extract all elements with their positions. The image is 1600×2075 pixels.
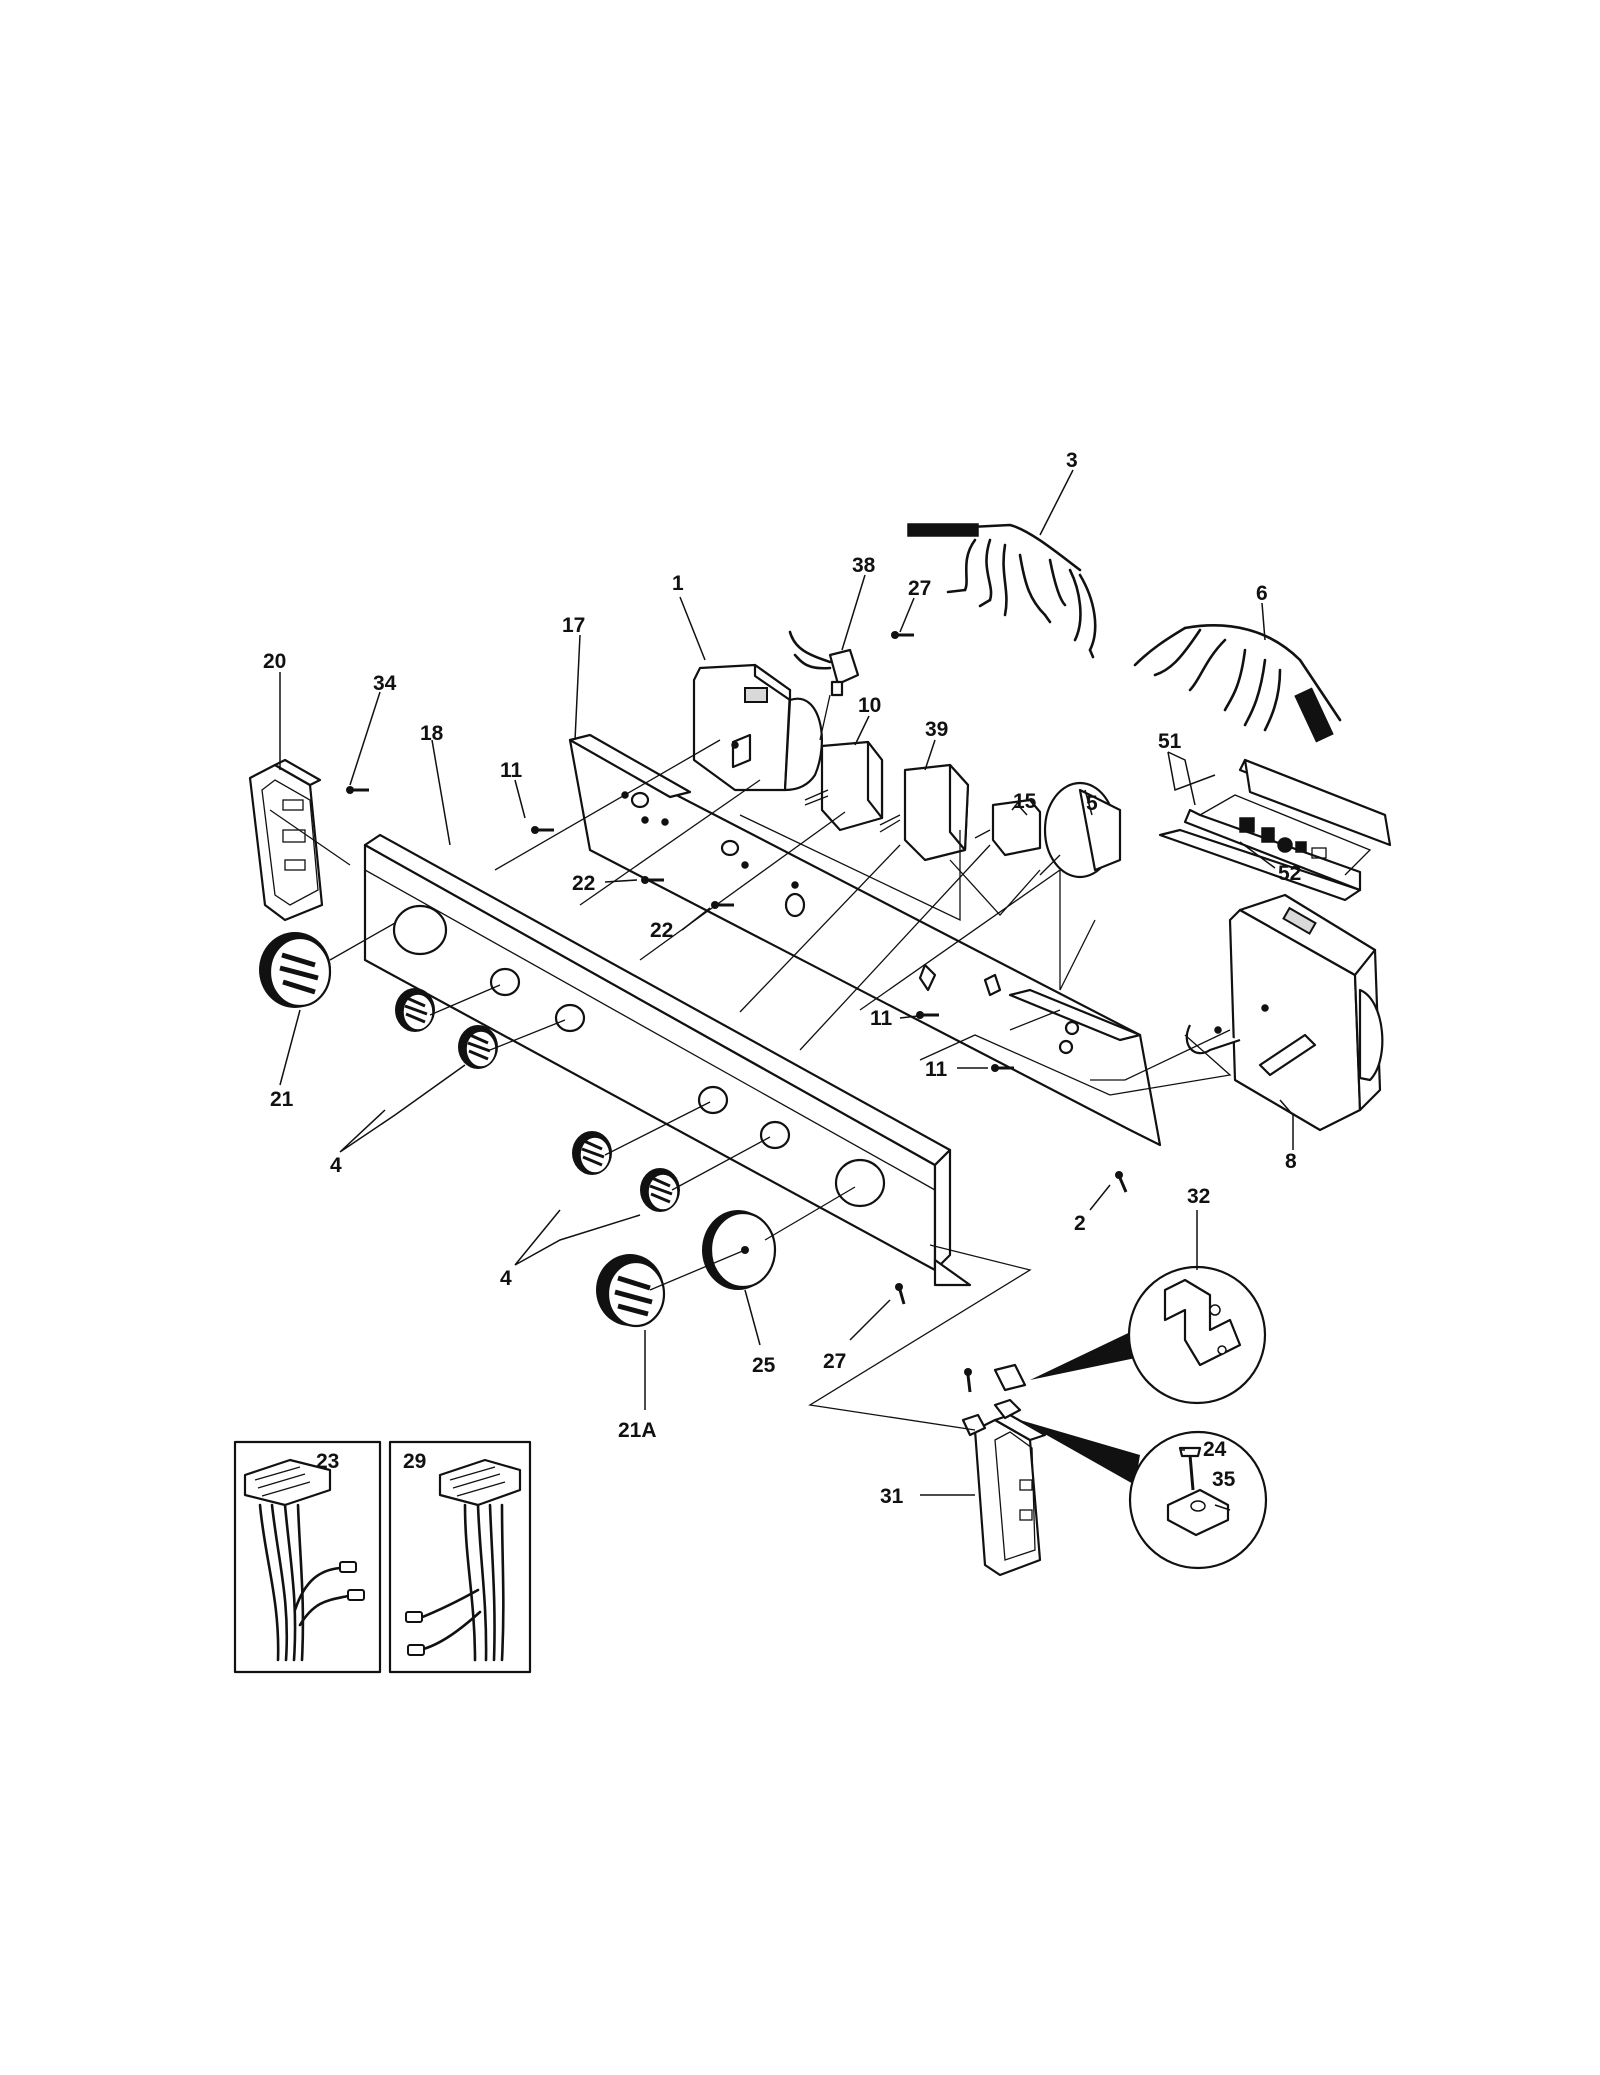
control-board-51: [1158, 758, 1392, 902]
label-part-51: 51: [1158, 730, 1182, 753]
label-part-31: 31: [880, 1485, 904, 1508]
label-part-24: 24: [1203, 1438, 1227, 1461]
switch-box-10: [804, 740, 884, 832]
inset-box-29: [388, 1440, 532, 1674]
label-part-17: 17: [562, 614, 585, 637]
detail-inset-32: [1030, 1265, 1267, 1405]
wire-harness-6: [1133, 624, 1342, 743]
label-part-22-left: 22: [572, 872, 595, 895]
end-cap-20: [248, 758, 324, 922]
switch-38: [788, 630, 860, 697]
assembly-lines: [269, 694, 1232, 1431]
label-part-18: 18: [420, 722, 444, 745]
console-panel: [363, 833, 972, 1287]
label-part-15: 15: [1013, 790, 1037, 813]
label-part-1: 1: [672, 572, 684, 595]
timer: [692, 663, 823, 792]
mounting-bracket: [568, 733, 1162, 1147]
label-part-25: 25: [752, 1354, 776, 1377]
label-part-27-bottom: 27: [823, 1350, 846, 1373]
inset-box-23: [233, 1440, 382, 1674]
bracket-31: [961, 1363, 1047, 1577]
selector-knob-21a: [596, 1254, 666, 1328]
motor-unit-8: [1185, 893, 1384, 1132]
selector-knob-21: [259, 932, 332, 1008]
label-part-11-top: 11: [500, 759, 523, 782]
label-part-34: 34: [373, 672, 397, 695]
label-part-23: 23: [316, 1450, 339, 1473]
label-part-11-mid: 11: [870, 1007, 893, 1030]
label-part-21: 21: [270, 1088, 294, 1111]
label-part-4-left: 4: [330, 1154, 342, 1177]
part-labels: 3 6 1 38 27 17 20 34 10 39 18 51 11 15 5…: [263, 449, 1301, 1508]
screws: [344, 629, 1128, 1305]
switch-5: [1039, 781, 1122, 879]
wire-harness-3: [907, 523, 1097, 659]
label-part-20: 20: [263, 650, 286, 673]
label-part-29: 29: [403, 1450, 426, 1473]
detail-inset-24-35: [1020, 1420, 1268, 1570]
label-part-39: 39: [925, 718, 948, 741]
label-part-27-top: 27: [908, 577, 931, 600]
switch-39: [879, 763, 970, 862]
rotary-switch-15: [974, 798, 1042, 857]
label-part-11-low: 11: [925, 1058, 948, 1081]
leader-lines: [279, 469, 1294, 1511]
label-part-38: 38: [852, 554, 876, 577]
dial-25: [702, 1210, 777, 1290]
label-part-32: 32: [1187, 1185, 1210, 1208]
label-part-4-right: 4: [500, 1267, 512, 1290]
label-part-6: 6: [1256, 582, 1268, 605]
label-part-21a: 21A: [618, 1419, 657, 1442]
label-part-10: 10: [858, 694, 881, 717]
label-part-5: 5: [1086, 792, 1098, 815]
label-part-3: 3: [1066, 449, 1078, 472]
label-part-52: 52: [1278, 862, 1301, 885]
label-part-8: 8: [1285, 1150, 1297, 1173]
label-part-35: 35: [1212, 1468, 1236, 1491]
label-part-22-right: 22: [650, 919, 673, 942]
label-part-2: 2: [1074, 1212, 1086, 1235]
